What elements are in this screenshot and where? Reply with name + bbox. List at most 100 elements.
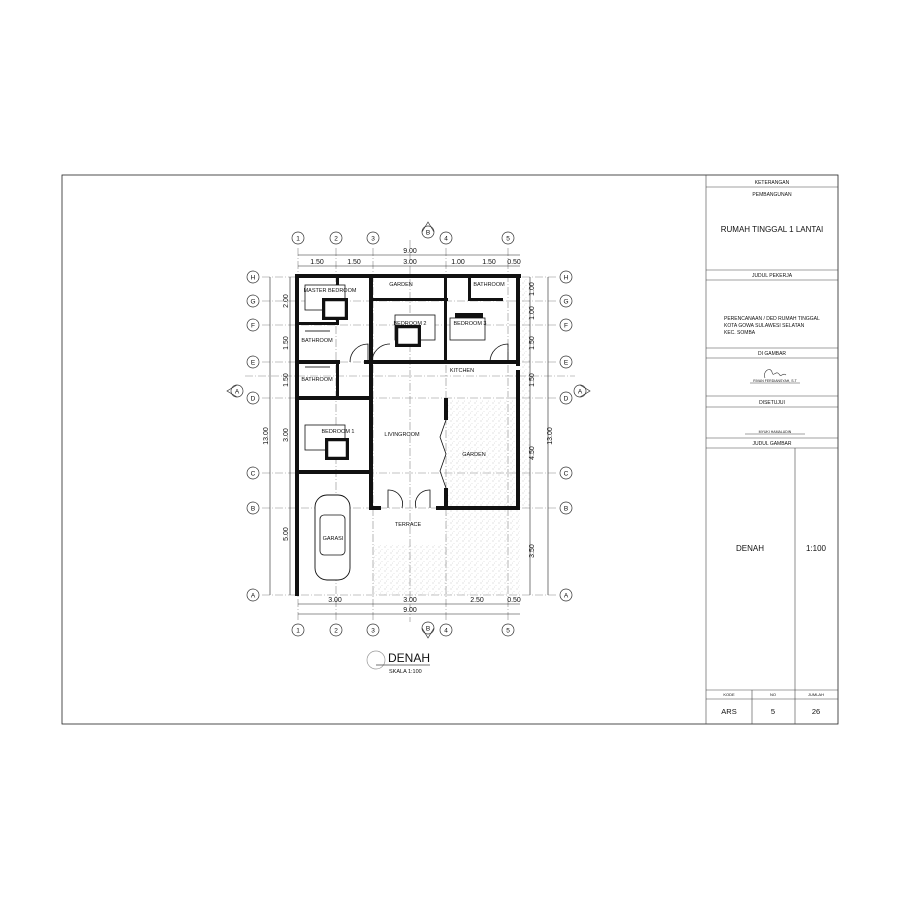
svg-text:A: A <box>578 389 583 396</box>
svg-text:D: D <box>251 396 256 403</box>
svg-text:E: E <box>564 360 569 367</box>
svg-text:E: E <box>251 360 256 367</box>
svg-text:1.50: 1.50 <box>310 259 324 266</box>
svg-text:9.00: 9.00 <box>403 248 417 255</box>
svg-text:1.50: 1.50 <box>529 373 536 387</box>
svg-text:1: 1 <box>296 628 300 635</box>
approver-name: MYUKI HAMALUDIN <box>759 430 792 434</box>
svg-text:1.50: 1.50 <box>347 259 361 266</box>
row-bubbles-left: H G F E D C B A <box>246 270 260 602</box>
svg-text:2: 2 <box>334 628 338 635</box>
no-value: 5 <box>771 707 775 716</box>
room-garden-top: GARDEN <box>389 282 413 288</box>
row-bubbles-right: H G F E D C B A <box>559 270 573 602</box>
disetujui-label: DISETUJUI <box>759 400 785 406</box>
svg-text:2: 2 <box>334 236 338 243</box>
drawing-title: DENAH <box>736 544 764 553</box>
room-terrace: TERRACE <box>395 522 422 528</box>
caption-title: DENAH <box>388 651 430 665</box>
judul-gambar-label: JUDUL GAMBAR <box>753 441 792 447</box>
no-label: NO <box>770 692 776 697</box>
room-bathroom1: BATHROOM <box>301 338 333 344</box>
svg-text:5: 5 <box>506 628 510 635</box>
room-bedroom3: BEDROOM 3 <box>453 321 486 327</box>
room-master-bedroom: MASTER BEDROOM <box>304 288 357 294</box>
svg-text:A: A <box>235 389 240 396</box>
svg-text:1.50: 1.50 <box>529 336 536 350</box>
kode-label: KODE <box>723 692 735 697</box>
dimensions: 9.00 1.50 1.50 3.00 1.00 1.50 0.50 3.00 … <box>263 248 554 615</box>
svg-text:H: H <box>251 275 256 282</box>
svg-text:B: B <box>251 506 255 513</box>
svg-text:3: 3 <box>371 236 375 243</box>
signature <box>764 369 787 379</box>
svg-text:4: 4 <box>444 236 448 243</box>
judul-pekerja-label: JUDUL PEKERJA <box>752 273 793 279</box>
sheet-border <box>61 174 839 725</box>
job-line-2: KOTA GOWA SULAWESI SELATAN <box>724 323 805 329</box>
svg-text:4.50: 4.50 <box>529 446 536 460</box>
svg-text:1: 1 <box>296 236 300 243</box>
kode-value: ARS <box>721 707 736 716</box>
svg-text:1.00: 1.00 <box>451 259 465 266</box>
drawing-caption: DENAH SKALA 1:100 <box>366 650 430 675</box>
svg-text:B: B <box>564 506 568 513</box>
room-livingroom: LIVINGROOM <box>384 432 420 438</box>
job-line-1: PERENCANAAN / DED RUMAH TINGGAL <box>724 316 820 322</box>
svg-text:F: F <box>251 323 255 330</box>
room-bedroom2: BEDROOM 2 <box>393 321 426 327</box>
landscape-hatch <box>373 278 530 595</box>
svg-text:F: F <box>564 323 568 330</box>
room-labels: MASTER BEDROOM GARDEN BATHROOM BEDROOM 2… <box>301 282 505 542</box>
jumlah-value: 26 <box>812 707 820 716</box>
caption-scale: SKALA 1:100 <box>389 669 422 675</box>
car-icon <box>314 494 351 581</box>
svg-text:0.50: 0.50 <box>507 597 521 604</box>
section-markers: B B A A <box>226 221 591 639</box>
svg-text:1.50: 1.50 <box>283 373 290 387</box>
room-garden-side: GARDEN <box>462 452 486 458</box>
svg-text:2.00: 2.00 <box>283 294 290 308</box>
drawing-scale: 1:100 <box>806 544 827 553</box>
svg-text:A: A <box>564 593 569 600</box>
svg-text:G: G <box>250 299 255 306</box>
svg-text:B: B <box>426 626 430 633</box>
room-bedroom1: BEDROOM 1 <box>321 429 354 435</box>
svg-text:3.50: 3.50 <box>529 544 536 558</box>
digambar-label: DI GAMBAR <box>758 351 786 357</box>
keterangan-label: KETERANGAN <box>755 180 790 186</box>
drafter-name: RIVAN FERDIANSYAH, S.T <box>753 379 797 383</box>
room-garage: GARASI <box>323 536 344 542</box>
jumlah-label: JUMLAH <box>808 692 824 697</box>
svg-text:C: C <box>564 471 569 478</box>
svg-text:13.00: 13.00 <box>547 427 554 445</box>
svg-text:H: H <box>564 275 569 282</box>
walls <box>295 274 521 596</box>
svg-text:G: G <box>563 299 568 306</box>
svg-text:4: 4 <box>444 628 448 635</box>
svg-text:3.00: 3.00 <box>403 259 417 266</box>
svg-text:5.00: 5.00 <box>283 527 290 541</box>
room-bathroom-top: BATHROOM <box>473 282 505 288</box>
svg-text:3: 3 <box>371 628 375 635</box>
job-line-3: KEC. SOMBA <box>724 330 756 336</box>
project-title: RUMAH TINGGAL 1 LANTAI <box>721 225 824 234</box>
svg-text:C: C <box>251 471 256 478</box>
svg-text:B: B <box>426 230 430 237</box>
svg-text:1.50: 1.50 <box>482 259 496 266</box>
svg-text:1.50: 1.50 <box>283 336 290 350</box>
svg-text:13.00: 13.00 <box>263 427 270 445</box>
svg-text:1.00: 1.00 <box>529 282 536 296</box>
svg-text:5: 5 <box>506 236 510 243</box>
title-block: KETERANGAN PEMBANGUNAN RUMAH TINGGAL 1 L… <box>705 175 838 724</box>
svg-text:2.50: 2.50 <box>470 597 484 604</box>
svg-text:A: A <box>251 593 256 600</box>
svg-text:3.00: 3.00 <box>283 428 290 442</box>
svg-text:0.50: 0.50 <box>507 259 521 266</box>
column-bubbles-top: 1 2 3 4 5 <box>291 231 515 245</box>
svg-text:9.00: 9.00 <box>403 607 417 614</box>
pembangunan-label: PEMBANGUNAN <box>752 192 792 198</box>
svg-text:3.00: 3.00 <box>403 597 417 604</box>
svg-text:1.00: 1.00 <box>529 306 536 320</box>
